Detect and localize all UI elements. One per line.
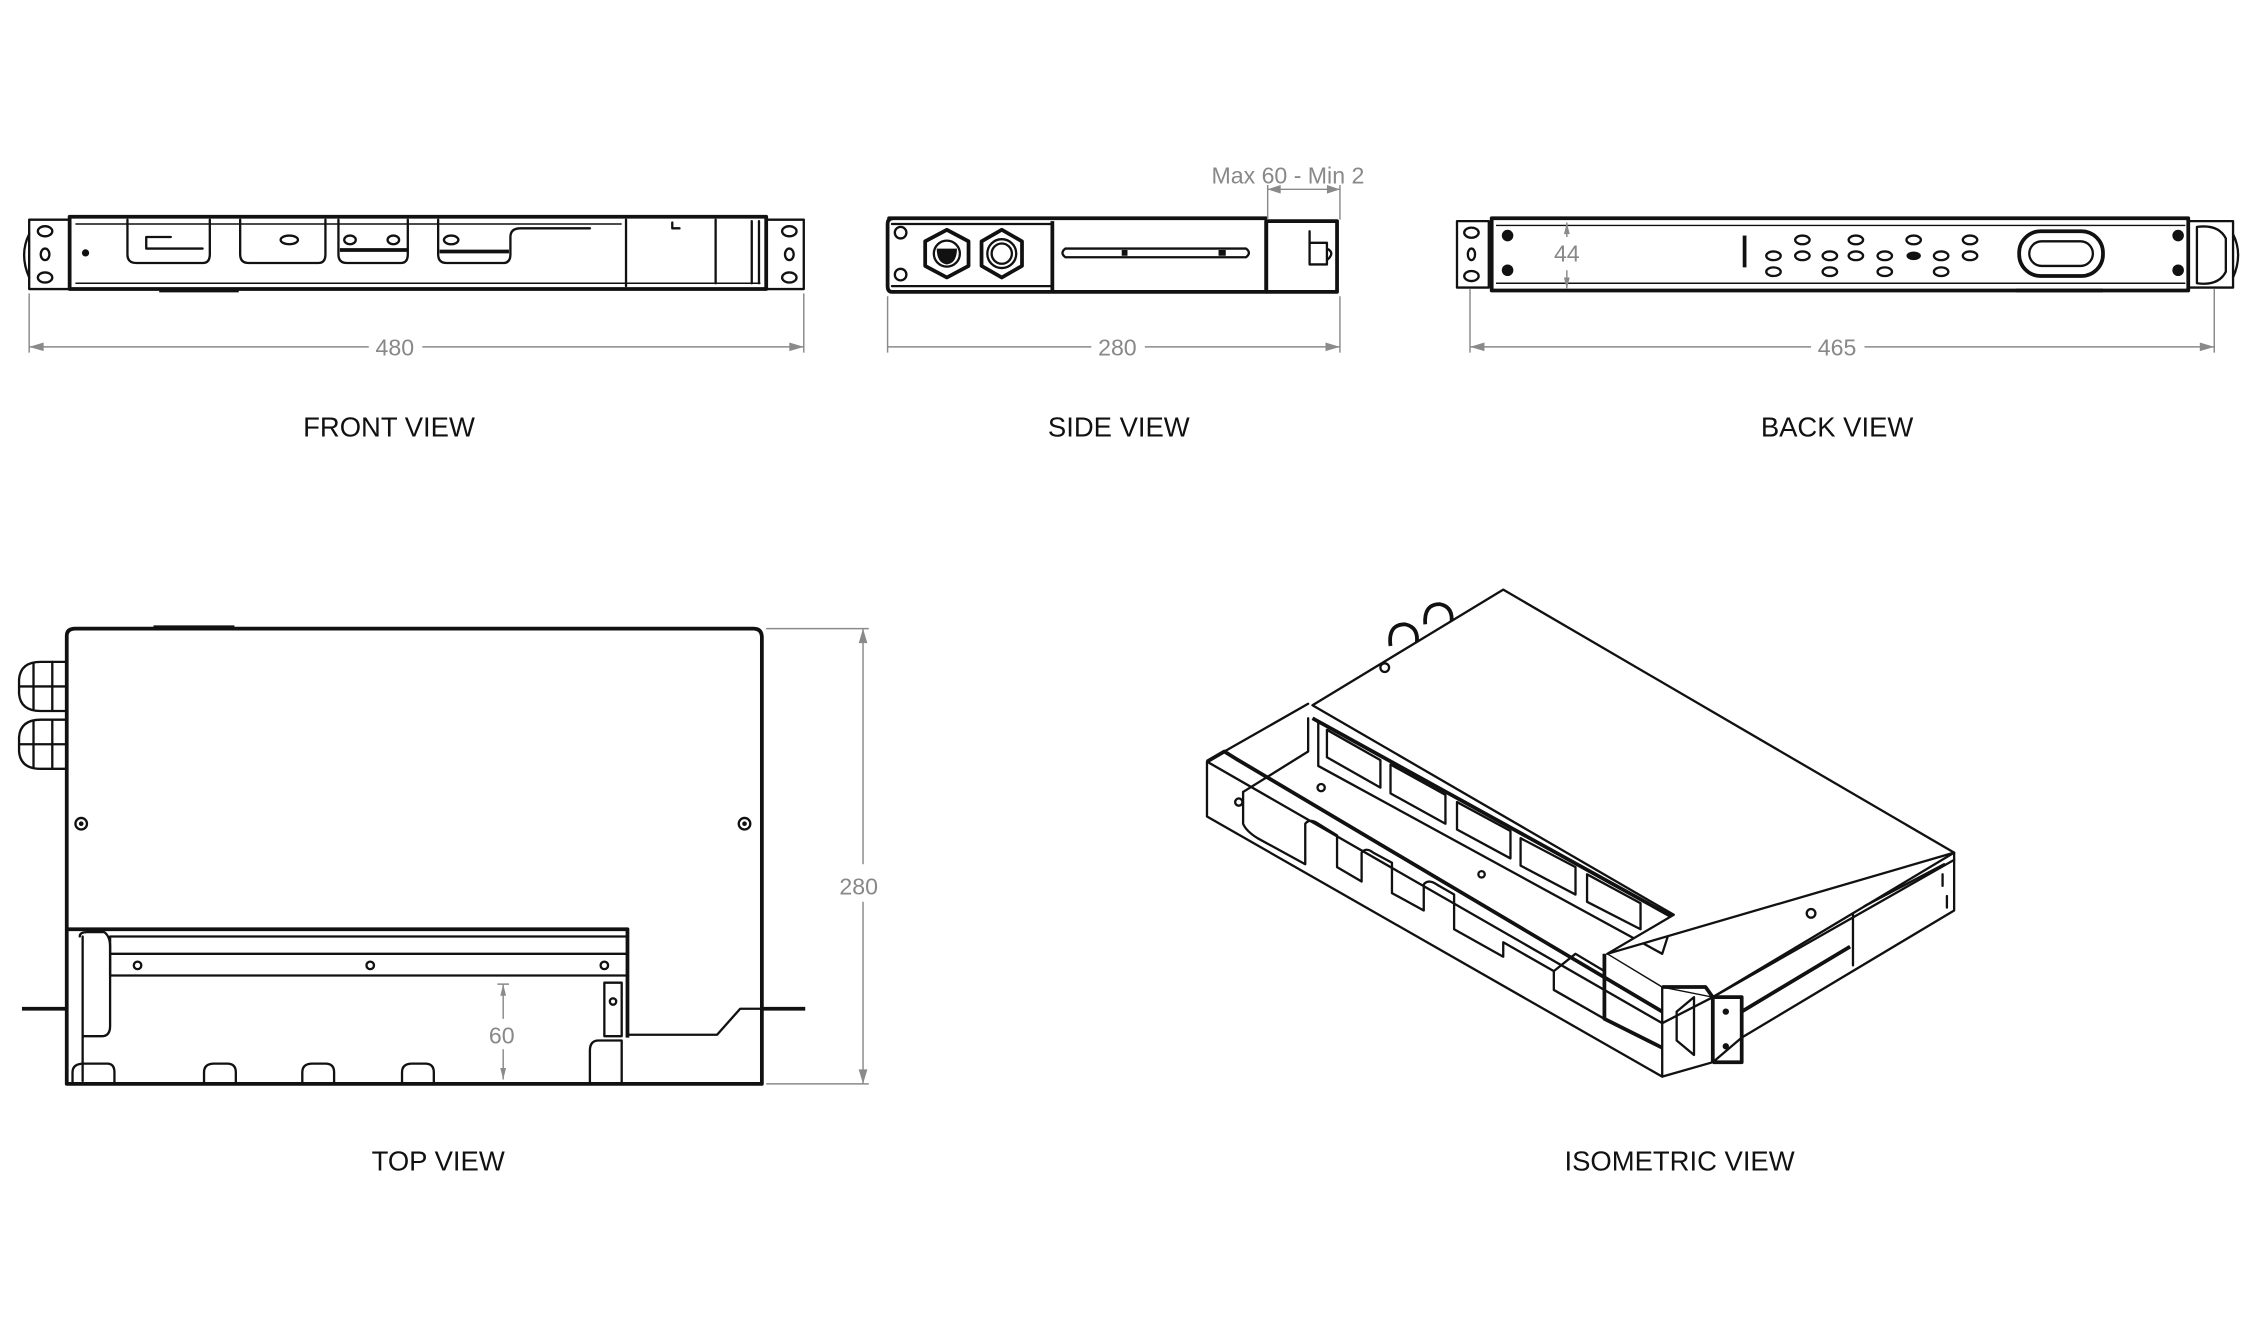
back-port-holes [1765,234,1979,278]
back-view-label: BACK VIEW [1761,411,1914,442]
front-width-value: 480 [376,335,415,361]
back-view: 44 465 BACK VIEW [1455,216,2240,442]
back-width-dimension: 465 [1469,289,2215,361]
top-depth-value: 280 [839,874,878,900]
back-height-value: 44 [1554,241,1580,267]
isometric-view-label: ISOMETRIC VIEW [1564,1146,1794,1177]
side-depth-dimension: 280 [886,296,1341,361]
top-slide-value: 60 [489,1022,515,1048]
side-screws [893,225,908,282]
front-view-label: FRONT VIEW [303,411,475,442]
side-view: Max 60 - Min 2 280 SIDE VIEW [885,163,1364,442]
top-view: 60 280 TOP VIEW [17,625,878,1177]
front-chassis [67,214,769,293]
front-right-rack-ear [765,218,805,291]
cable-gland-1 [923,227,971,280]
top-cable-glands [17,660,67,770]
iso-lid [1311,588,1956,998]
back-width-value: 465 [1818,335,1857,361]
side-adjust-value: Max 60 - Min 2 [1211,163,1364,189]
side-depth-value: 280 [1098,335,1137,361]
top-view-label: TOP VIEW [372,1146,505,1177]
iso-tray [1205,702,1956,1078]
front-view: 480 FRONT VIEW [22,214,805,442]
side-adjust-dimension: Max 60 - Min 2 [1211,163,1364,220]
cable-gland-2 [979,227,1024,280]
top-depth-dimension: 280 [766,627,878,1085]
side-view-label: SIDE VIEW [1048,411,1190,442]
front-width-dimension: 480 [28,293,805,361]
back-cable-slot [2017,229,2105,278]
back-height-dimension: 44 [1554,222,1580,290]
front-left-rack-ear [22,218,71,291]
iso-cable-glands [1388,602,1454,647]
top-slide-dimension: 60 [489,983,515,1080]
isometric-view: ISOMETRIC VIEW [1205,588,1956,1177]
